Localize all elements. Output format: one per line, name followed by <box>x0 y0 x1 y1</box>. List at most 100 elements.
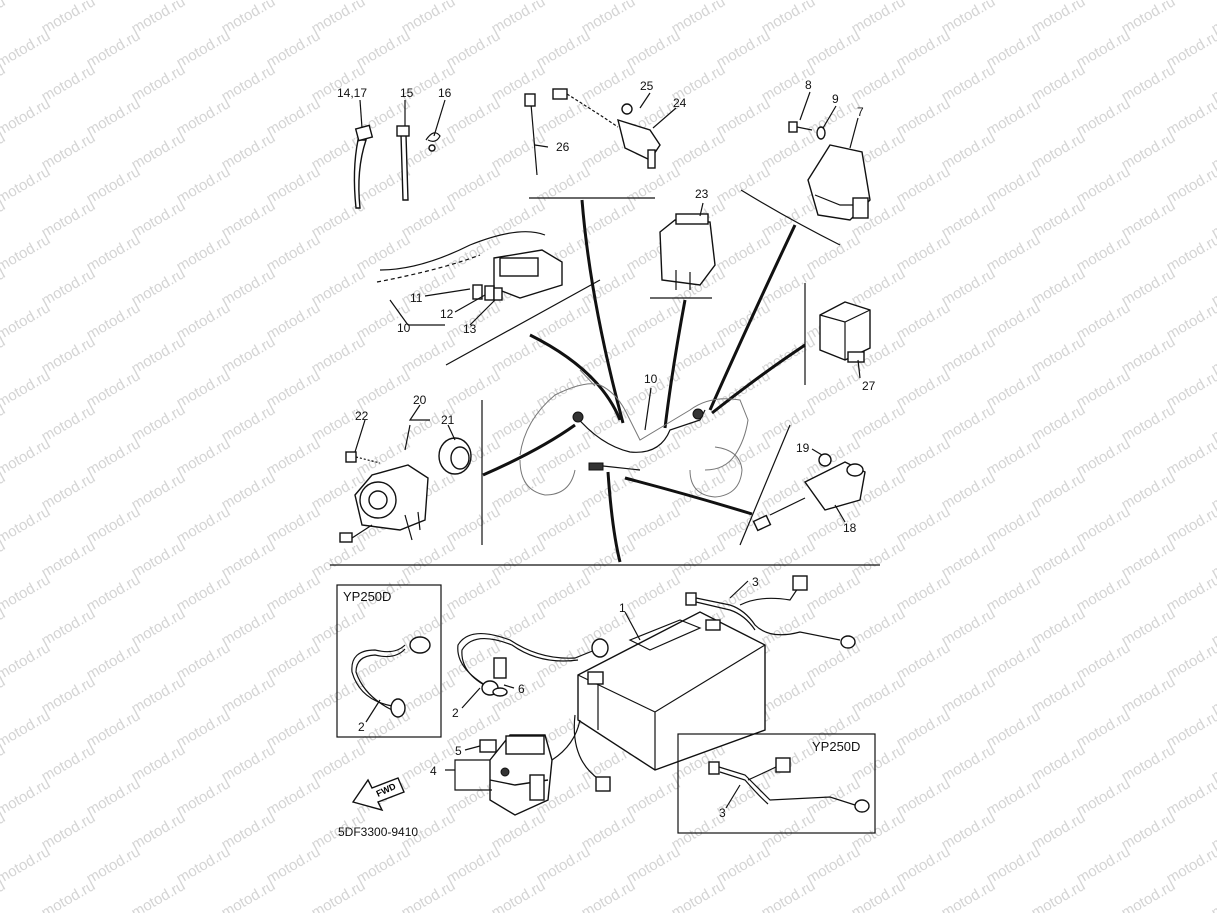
watermark-text: motod.ru <box>1074 775 1134 819</box>
watermark-text: motod.ru <box>264 639 324 683</box>
watermark-text: motod.ru <box>1119 265 1179 309</box>
watermark-text: motod.ru <box>1029 401 1089 445</box>
watermark-text: motod.ru <box>84 775 144 819</box>
callout-15: 15 <box>400 86 414 100</box>
watermark-text: motod.ru <box>579 197 639 241</box>
watermark-text: motod.ru <box>0 707 53 751</box>
callout-10-fusebox: 10 <box>397 321 411 335</box>
watermark-text: motod.ru <box>264 367 324 411</box>
watermark-text: motod.ru <box>0 435 53 479</box>
watermark-text: motod.ru <box>939 605 999 649</box>
watermark-text: motod.ru <box>894 435 954 479</box>
watermark-text: motod.ru <box>39 537 99 581</box>
watermark-text: motod.ru <box>129 741 189 785</box>
watermark-text: motod.ru <box>444 163 504 207</box>
watermark-text: motod.ru <box>624 27 684 71</box>
watermark-text: motod.ru <box>399 537 459 581</box>
watermark-text: motod.ru <box>534 27 594 71</box>
watermark-text: motod.ru <box>894 843 954 887</box>
watermark-text: motod.ru <box>624 163 684 207</box>
watermark-text: motod.ru <box>894 639 954 683</box>
watermark-text: motod.ru <box>39 333 99 377</box>
watermark-text: motod.ru <box>849 673 909 717</box>
callout-9: 9 <box>832 92 839 106</box>
watermark-text: motod.ru <box>1119 333 1179 377</box>
watermark-text: motod.ru <box>984 367 1044 411</box>
callout-21: 21 <box>441 413 455 427</box>
watermark-text: motod.ru <box>129 809 189 853</box>
watermark-text: motod.ru <box>1074 639 1134 683</box>
watermark-text: motod.ru <box>1074 435 1134 479</box>
watermark-text: motod.ru <box>0 843 53 887</box>
watermark-text: motod.ru <box>39 197 99 241</box>
watermark-text: motod.ru <box>1119 877 1179 913</box>
watermark-text: motod.ru <box>624 843 684 887</box>
watermark-text: motod.ru <box>84 163 144 207</box>
watermark-text: motod.ru <box>894 27 954 71</box>
inset-right-title: YP250D <box>812 739 860 754</box>
watermark-text: motod.ru <box>1074 231 1134 275</box>
watermark-text: motod.ru <box>669 537 729 581</box>
watermark-text: motod.ru <box>984 571 1044 615</box>
watermark-text: motod.ru <box>39 61 99 105</box>
watermark-text: motod.ru <box>849 605 909 649</box>
watermark-text: motod.ru <box>669 877 729 913</box>
callout-4: 4 <box>430 764 437 778</box>
callout-5: 5 <box>455 744 462 758</box>
watermark-text: motod.ru <box>489 401 549 445</box>
watermark-text: motod.ru <box>129 469 189 513</box>
watermark-text: motod.ru <box>939 673 999 717</box>
watermark-text: motod.ru <box>309 333 369 377</box>
watermark-text: motod.ru <box>354 231 414 275</box>
callout-25: 25 <box>640 79 654 93</box>
watermark-text: motod.ru <box>1119 605 1179 649</box>
callout-16: 16 <box>438 86 452 100</box>
watermark-text: motod.ru <box>219 333 279 377</box>
watermark-text: motod.ru <box>579 401 639 445</box>
watermark-text: motod.ru <box>264 435 324 479</box>
watermark-text: motod.ru <box>939 197 999 241</box>
watermark-text: motod.ru <box>1074 367 1134 411</box>
watermark-text: motod.ru <box>264 27 324 71</box>
watermark-text: motod.ru <box>534 299 594 343</box>
watermark-text: motod.ru <box>894 707 954 751</box>
watermark-text: motod.ru <box>1074 707 1134 751</box>
callout-24: 24 <box>673 96 687 110</box>
watermark-text: motod.ru <box>984 27 1044 71</box>
watermark-text: motod.ru <box>1029 333 1089 377</box>
watermark-text: motod.ru <box>174 707 234 751</box>
callout-26: 26 <box>556 140 570 154</box>
watermark-text: motod.ru <box>444 27 504 71</box>
callout-10-harness: 10 <box>644 372 658 386</box>
watermark-text: motod.ru <box>39 469 99 513</box>
watermark-text: motod.ru <box>399 741 459 785</box>
watermark-text: motod.ru <box>1074 843 1134 887</box>
watermark-text: motod.ru <box>579 877 639 913</box>
watermark-text: motod.ru <box>84 435 144 479</box>
watermark-text: motod.ru <box>354 367 414 411</box>
watermark-text: motod.ru <box>129 197 189 241</box>
watermark-text: motod.ru <box>1119 469 1179 513</box>
watermark-text: motod.ru <box>39 741 99 785</box>
watermark-text: motod.ru <box>939 61 999 105</box>
callout-1: 1 <box>619 601 626 615</box>
watermark-text: motod.ru <box>219 469 279 513</box>
watermark-text: motod.ru <box>219 537 279 581</box>
inset-left-title: YP250D <box>343 589 391 604</box>
watermark-text: motod.ru <box>489 605 549 649</box>
watermark-text: motod.ru <box>1029 469 1089 513</box>
watermark-text: motod.ru <box>894 775 954 819</box>
watermark-text: motod.ru <box>759 401 819 445</box>
callout-19: 19 <box>796 441 810 455</box>
watermark-text: motod.ru <box>489 129 549 173</box>
diagram-code: 5DF3300-9410 <box>338 825 418 839</box>
watermark-text: motod.ru <box>714 95 774 139</box>
watermark-text: motod.ru <box>264 503 324 547</box>
watermark-text: motod.ru <box>1209 877 1217 913</box>
watermark-text: motod.ru <box>219 61 279 105</box>
watermark-text: motod.ru <box>579 605 639 649</box>
watermark-text: motod.ru <box>1074 571 1134 615</box>
watermark-text: motod.ru <box>219 741 279 785</box>
